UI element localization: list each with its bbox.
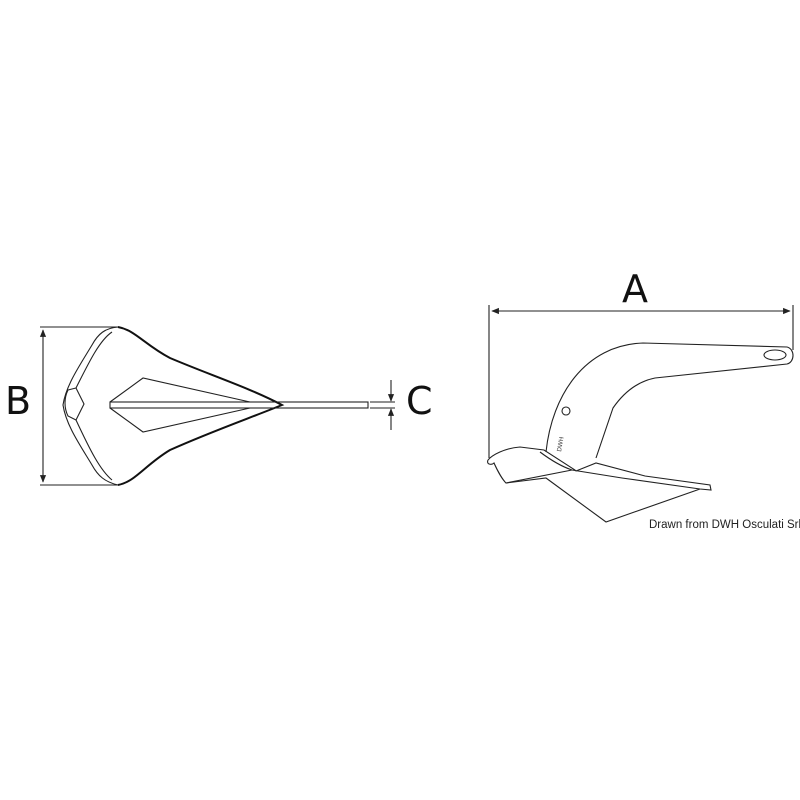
fluke-crease <box>505 469 573 484</box>
fluke-left-edge <box>62 326 119 486</box>
fluke-outline <box>117 326 285 486</box>
shackle-slot <box>763 349 787 361</box>
label-c: C <box>406 379 433 423</box>
fluke-top <box>487 446 712 491</box>
label-a: A <box>622 267 648 311</box>
shank-rod <box>109 401 369 409</box>
fluke-bottom <box>487 459 701 523</box>
shank-outline <box>545 342 794 459</box>
shank-kite <box>109 377 251 433</box>
nose-nub <box>64 387 85 421</box>
fluke-inner-edge <box>75 331 113 481</box>
anchor-top-view: B C <box>5 326 433 486</box>
label-b: B <box>5 379 31 423</box>
credit-text: Drawn from DWH Osculati Srl <box>649 519 800 531</box>
shank-stamp: DWH <box>556 436 566 452</box>
anchor-side-view: A DWH Drawn from DWH Osculati Srl <box>487 267 800 531</box>
shank-hole <box>561 406 571 416</box>
